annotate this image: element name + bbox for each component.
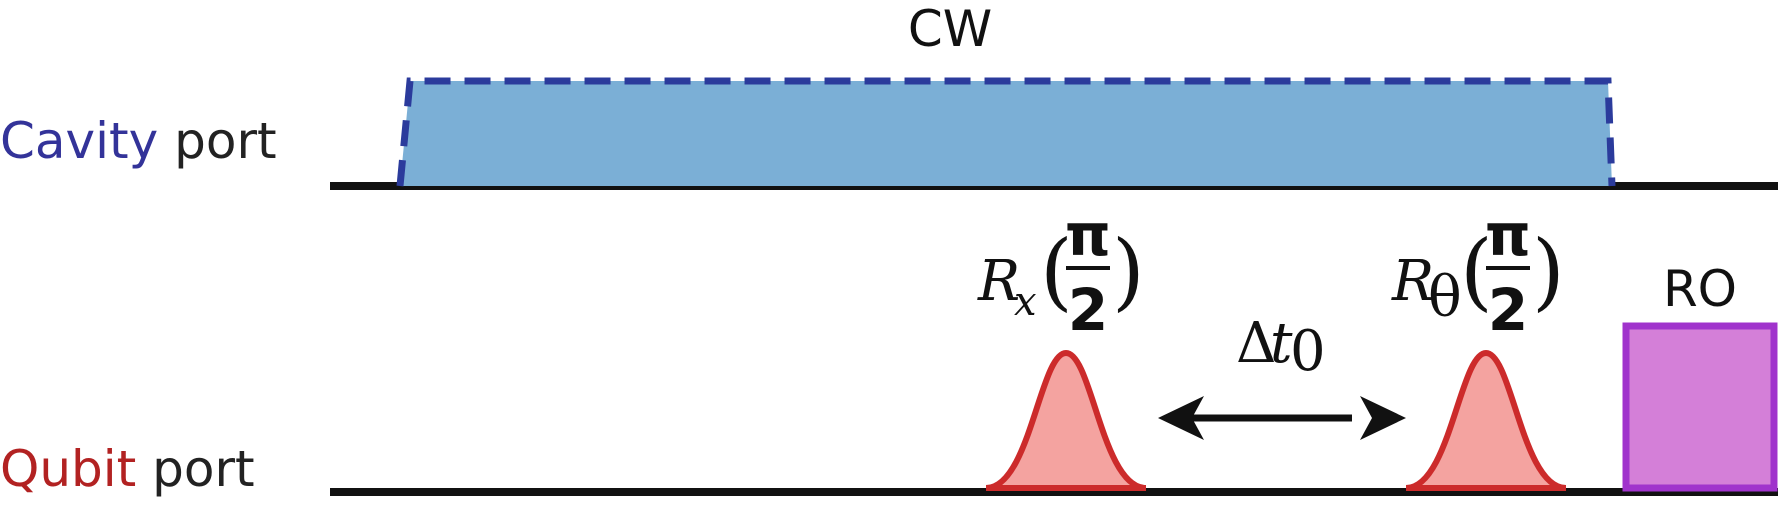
delay-arrow-right-head [1360, 396, 1406, 440]
first-rotation-label: R x ( π 2 ) [977, 201, 1145, 344]
second-right-paren: ) [1532, 222, 1565, 320]
delay-label: Δ t 0 [1236, 311, 1326, 384]
cw-pulse-border [396, 77, 1616, 187]
cavity-port-label: Cavity port [0, 112, 277, 170]
qubit-port-word: port [136, 440, 254, 498]
cw-label: CW [908, 0, 992, 58]
readout-pulse [1622, 322, 1778, 492]
second-rotation-subscript: θ [1428, 265, 1462, 330]
first-rotation-subscript: x [1014, 279, 1037, 325]
first-left-paren: ( [1040, 222, 1073, 320]
first-denominator: 2 [1068, 276, 1108, 344]
second-rotation-label: R θ ( π 2 ) [1391, 201, 1565, 344]
first-right-paren: ) [1112, 222, 1145, 320]
delay-arrow-left-head [1158, 396, 1204, 440]
first-gaussian-pulse [985, 349, 1147, 491]
delay-symbol: t [1270, 311, 1293, 376]
second-gaussian-pulse [1405, 349, 1567, 491]
second-denominator: 2 [1488, 276, 1528, 344]
cw-pulse-fill [400, 81, 1612, 186]
first-numerator: π [1065, 201, 1111, 269]
qubit-word: Qubit [0, 440, 136, 498]
cavity-port-word: port [158, 112, 276, 170]
qubit-port-label: Qubit port [0, 440, 255, 498]
delay-arrow [1158, 396, 1406, 440]
cavity-word: Cavity [0, 112, 158, 170]
second-left-paren: ( [1460, 222, 1493, 320]
delay-subscript: 0 [1290, 319, 1326, 384]
second-numerator: π [1485, 201, 1531, 269]
delay-delta: Δ [1236, 311, 1276, 376]
first-rotation-symbol: R [977, 249, 1020, 314]
second-rotation-symbol: R [1391, 249, 1434, 314]
readout-label: RO [1663, 260, 1737, 318]
